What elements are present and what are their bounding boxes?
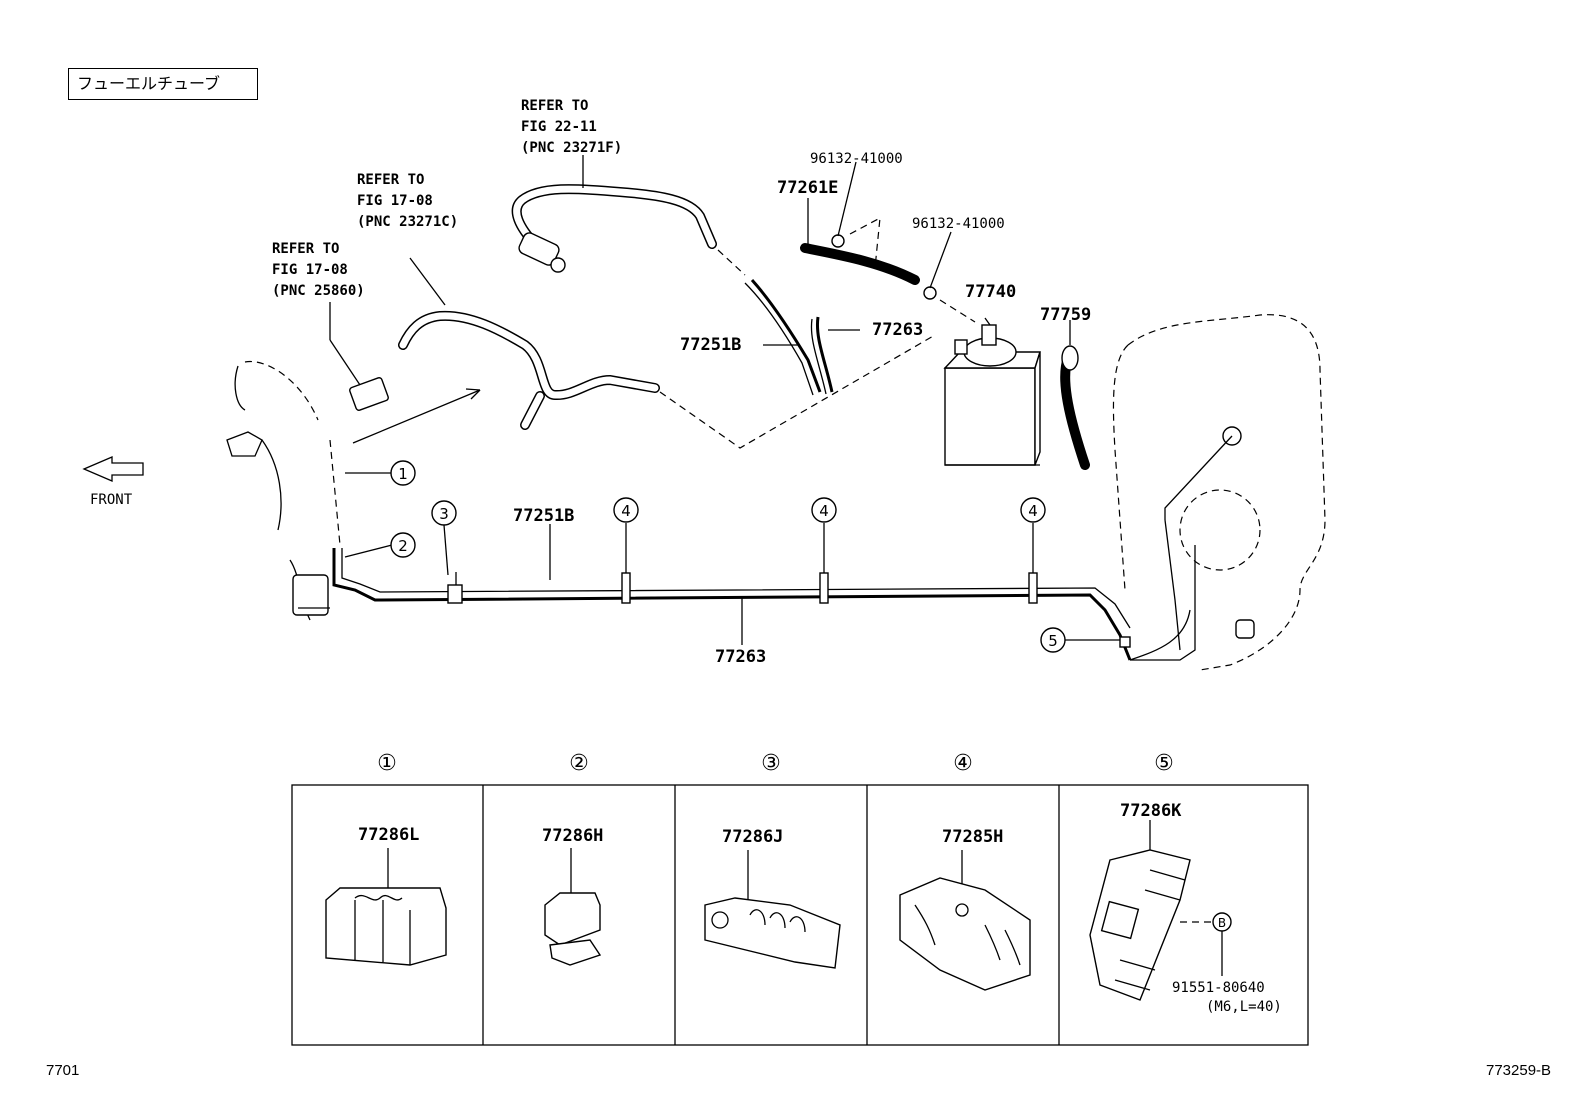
callout-4b: 4 [811,497,837,523]
label-tube-upper-a: 77251B [680,335,741,355]
table-num-5: ⑤ [1154,751,1174,776]
svg-text:(PNC 23271C): (PNC 23271C) [357,214,458,230]
charcoal-canister [943,317,1041,466]
filler-pipe-assembly [226,360,341,621]
refer-block-fig17-25860: REFER TO FIG 17-08 (PNC 25860) [272,241,365,299]
svg-text:B: B [1218,916,1226,930]
svg-text:4: 4 [819,502,829,520]
table-part-1: 77286L [358,825,419,845]
refer-block-fig22: REFER TO FIG 22-11 (PNC 23271F) [521,98,622,156]
inlet-tube [398,257,660,430]
svg-text:(PNC 23271F): (PNC 23271F) [521,140,622,156]
label-clamp-b: 96132-41000 [912,216,1005,232]
svg-text:REFER TO: REFER TO [521,98,588,114]
table-num-3: ③ [761,751,781,776]
clamp-77286j-drawing [704,850,841,969]
label-hose-77261e: 77261E [777,178,838,198]
refer-block-fig17-23271c: REFER TO FIG 17-08 (PNC 23271C) [357,172,458,230]
svg-text:4: 4 [1028,502,1038,520]
svg-text:(PNC 25860): (PNC 25860) [272,283,365,299]
page-id-right: 773259-B [1486,1062,1552,1079]
clamp-table [291,784,1309,1046]
front-label: FRONT [90,492,133,508]
clamp-77286l-drawing [325,848,447,966]
svg-text:4: 4 [621,502,631,520]
clamp-77286h-drawing [544,848,602,966]
svg-text:1: 1 [398,465,408,483]
callout-1: 1 [390,460,416,486]
hose-77759 [1060,320,1090,470]
bolt-marker: B [1212,912,1232,976]
label-hose-77759: 77759 [1040,305,1091,325]
svg-text:REFER TO: REFER TO [272,241,339,257]
bolt-part-label: 91551-80640 [1172,980,1265,996]
svg-text:2: 2 [398,537,408,555]
table-num-2: ② [569,751,589,776]
callout-5: 5 [1040,627,1066,653]
table-part-4: 77285H [942,827,1003,847]
hose-77261e [800,161,952,300]
filler-hose [511,155,717,273]
table-part-5: 77286K [1120,801,1182,821]
front-arrow-icon [82,456,144,482]
clamp-77285h-drawing [899,850,1031,991]
fuel-tank-outline [1112,314,1326,671]
label-tube-main-a: 77251B [513,506,574,526]
label-canister: 77740 [965,282,1016,302]
table-num-1: ① [377,751,397,776]
sensor-part [329,302,389,411]
svg-text:FIG 17-08: FIG 17-08 [357,193,433,209]
label-tube-main-b: 77263 [715,647,766,667]
svg-text:REFER TO: REFER TO [357,172,424,188]
table-num-4: ④ [953,751,973,776]
bolt-spec-label: (M6,L=40) [1206,999,1282,1015]
title-box: フューエルチューブ [68,68,258,100]
table-part-2: 77286H [542,826,603,846]
main-fuel-tubes [332,519,1196,661]
svg-text:5: 5 [1048,632,1058,650]
callout-3: 3 [431,500,457,526]
table-part-3: 77286J [722,827,783,847]
label-clamp-a: 96132-41000 [810,151,903,167]
clamp-77286k-drawing [1089,820,1212,1001]
label-tube-upper-b: 77263 [872,320,923,340]
callout-2: 2 [390,532,416,558]
svg-text:FIG 22-11: FIG 22-11 [521,119,597,135]
svg-text:FIG 17-08: FIG 17-08 [272,262,348,278]
page-id-left: 7701 [46,1062,80,1079]
callout-4c: 4 [1020,497,1046,523]
callout-4a: 4 [613,497,639,523]
vapor-tubes [744,278,860,396]
svg-text:3: 3 [439,505,449,523]
